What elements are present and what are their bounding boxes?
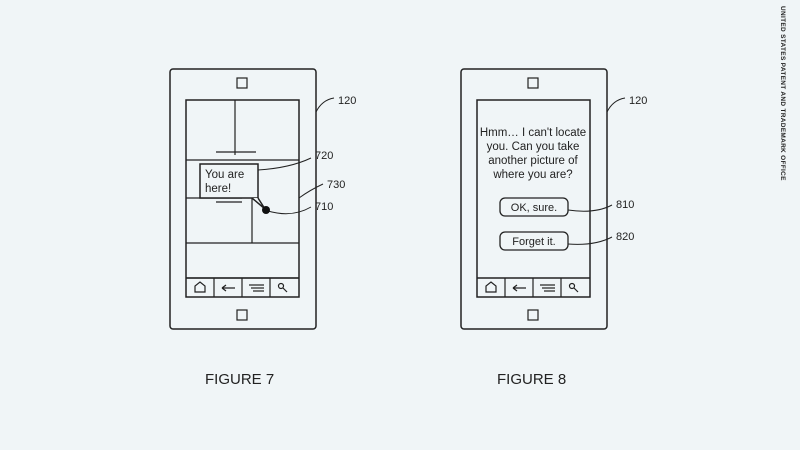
you-are-here-bubble <box>199 163 259 199</box>
home-icon <box>485 281 497 293</box>
ref-120-fig8: 120 <box>629 95 647 107</box>
ref-120-fig7: 120 <box>338 95 356 107</box>
home-top-button-fig7 <box>236 77 248 89</box>
figure-8 <box>460 68 626 330</box>
bubble-text-line1: You are <box>205 169 244 181</box>
bubble-text-line2: here! <box>205 183 231 195</box>
message-line-1: Hmm… I can't locate <box>480 127 586 139</box>
ref-810: 810 <box>616 199 634 211</box>
leader-120-fig7 <box>315 97 335 113</box>
search-icon <box>568 282 579 293</box>
leader-120-fig8 <box>606 97 626 113</box>
figure-8-caption: FIGURE 8 <box>497 371 566 388</box>
forget-it-button-label: Forget it. <box>512 236 555 248</box>
ref-730: 730 <box>327 179 345 191</box>
leader-710 <box>267 206 312 215</box>
home-top-button-fig8 <box>527 77 539 89</box>
ok-sure-button-label: OK, sure. <box>511 202 557 214</box>
navbar-fig8 <box>485 281 579 293</box>
ref-820: 820 <box>616 231 634 243</box>
menu-icon <box>249 284 264 292</box>
message-line-3: another picture of <box>488 155 578 167</box>
leader-820 <box>567 236 613 245</box>
message-line-2: you. Can you take <box>487 141 580 153</box>
phone-body-fig8 <box>460 68 608 330</box>
side-credit: UNITED STATES PATENT AND TRADEMARK OFFIC… <box>779 6 786 181</box>
ref-720: 720 <box>315 150 333 162</box>
figure-7 <box>169 68 335 330</box>
leader-730 <box>298 183 324 199</box>
leader-720 <box>257 157 312 171</box>
back-arrow-icon <box>512 284 526 292</box>
leader-810 <box>567 204 613 212</box>
search-icon <box>277 282 288 293</box>
navbar-fig7 <box>194 281 288 293</box>
phone-body-fig7 <box>169 68 317 330</box>
location-dot <box>262 206 270 214</box>
home-bottom-button-fig7 <box>236 309 248 321</box>
ok-sure-button-outline <box>499 197 569 217</box>
menu-icon <box>540 284 555 292</box>
ref-710: 710 <box>315 201 333 213</box>
forget-it-button-outline <box>499 231 569 251</box>
home-icon <box>194 281 206 293</box>
back-arrow-icon <box>221 284 235 292</box>
figure-7-caption: FIGURE 7 <box>205 371 274 388</box>
message-line-4: where you are? <box>492 169 572 181</box>
home-bottom-button-fig8 <box>527 309 539 321</box>
